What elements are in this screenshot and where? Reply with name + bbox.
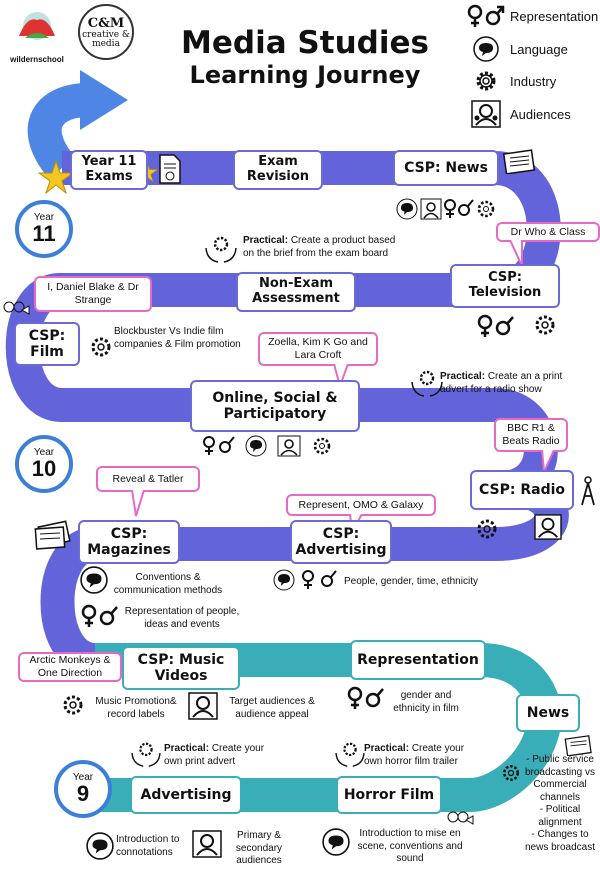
note-music-industry: Music Promotion& record labels	[95, 696, 177, 720]
school-emblem-icon	[19, 12, 55, 40]
note-advertising-language: Introduction to connotations	[116, 834, 180, 858]
page-title: Media Studies Learning Journey	[181, 25, 429, 89]
path-arrow-head	[80, 70, 128, 130]
legend-audiences: Audiences	[466, 100, 571, 128]
node-advertising: Advertising	[130, 776, 242, 814]
gender-symbols-icon	[477, 314, 514, 337]
speech-bubble-icon	[322, 828, 350, 856]
node-representation: Representation	[350, 640, 486, 680]
node-non-exam-assessment: Non-Exam Assessment	[236, 272, 356, 312]
node-csp-radio: CSP: Radio	[470, 470, 574, 510]
note-practical-radio: Practical: Create an a print advert for …	[440, 371, 563, 395]
gender-symbols-icon	[81, 604, 118, 627]
note-horror-language: Introduction to mise en scene, conventio…	[357, 828, 463, 864]
gear-icon	[502, 764, 520, 782]
audience-icon	[534, 514, 562, 540]
callout-television-texts: Dr Who & Class	[496, 222, 600, 242]
news-topic-icons	[396, 198, 495, 220]
node-exam-revision: Exam Revision	[233, 150, 323, 190]
gear-icon	[91, 337, 111, 357]
wildern-school-logo: wildernschool	[6, 6, 68, 64]
path-arrow-tail	[27, 83, 87, 179]
note-magazines-representation: Representation of people, ideas and even…	[124, 606, 240, 630]
note-film-industry: Blockbuster Vs Indie film companies & Fi…	[114, 326, 241, 350]
year-11-badge: Year 11	[15, 200, 73, 258]
note-advertising-representation: People, gender, time, ethnicity	[344, 576, 478, 587]
newspaper-icon	[503, 149, 536, 174]
legend-language: Language	[466, 36, 568, 62]
node-csp-advertising: CSP: Advertising	[290, 520, 392, 564]
callout-advertising-texts: Represent, OMO & Galaxy	[286, 494, 436, 516]
callout-online-texts: Zoella, Kim K Go and Lara Croft	[258, 332, 378, 366]
speech-bubble-icon	[86, 832, 114, 860]
callout-film-texts: I, Daniel Blake & Dr Strange	[34, 276, 152, 312]
practical-hands-gear-icon	[205, 236, 237, 263]
magazine-icon	[34, 520, 71, 550]
gear-icon	[63, 695, 83, 715]
radio-tower-icon	[581, 476, 595, 506]
node-csp-music-videos: CSP: Music Videos	[122, 646, 240, 690]
audience-icon	[192, 830, 222, 858]
exam-paper-icon	[159, 154, 181, 184]
node-csp-film: CSP: Film	[14, 322, 80, 366]
gear-icon	[466, 68, 506, 94]
film-reel-icon	[447, 811, 474, 825]
practical-hands-gear-icon	[411, 370, 443, 397]
callout-music-texts: Arctic Monkeys & One Direction	[18, 652, 122, 682]
year-10-badge: Year 10	[15, 435, 73, 493]
audience-icon	[188, 692, 218, 720]
node-online-social-participatory: Online, Social & Participatory	[190, 380, 360, 432]
year-9-badge: Year 9	[54, 760, 112, 818]
newspaper-icon	[564, 735, 592, 756]
node-news: News	[516, 694, 580, 732]
callout-radio-texts: BBC R1 & Beats Radio	[494, 418, 568, 452]
note-practical-nea: Practical: Create a product based on the…	[243, 235, 396, 259]
online-topic-icons	[203, 435, 331, 457]
advertising-topic-icons	[273, 569, 337, 591]
note-representation-film: gender and ethnicity in film	[393, 690, 459, 714]
gear-icon	[477, 519, 497, 539]
note-practical-horror: Practical: Create your own horror film t…	[364, 743, 465, 767]
gender-symbols-icon	[466, 4, 506, 28]
callout-pointer	[131, 490, 145, 517]
legend-representation: Representation	[466, 4, 598, 28]
legend-industry: Industry	[466, 68, 556, 94]
creative-media-logo: C&M creative & media	[78, 4, 134, 60]
speech-bubble-icon	[466, 36, 506, 62]
practical-hands-gear-icon	[335, 742, 365, 767]
node-year11-exams: Year 11 Exams	[70, 150, 148, 190]
gender-symbols-icon	[347, 686, 384, 709]
note-magazines-language: Conventions & communication methods	[113, 572, 223, 596]
film-reel-icon	[3, 301, 30, 315]
audience-icon	[466, 100, 506, 128]
news-notes-list: - Public service broadcasting vs Commerc…	[524, 754, 596, 853]
note-advertising-audiences: Primary & secondary audiences	[235, 830, 283, 866]
speech-bubble-icon	[80, 566, 108, 594]
node-csp-magazines: CSP: Magazines	[78, 520, 180, 564]
callout-magazines-texts: Reveal & Tatler	[96, 466, 200, 492]
note-music-audiences: Target audiences & audience appeal	[229, 696, 315, 720]
star-icon	[38, 160, 74, 194]
note-practical-advert: Practical: Create your own print advert	[164, 743, 265, 767]
practical-hands-gear-icon	[131, 742, 161, 767]
node-csp-television: CSP: Television	[450, 264, 560, 308]
node-horror-film: Horror Film	[336, 776, 442, 814]
node-csp-news: CSP: News	[393, 150, 499, 186]
gear-icon	[535, 315, 555, 335]
